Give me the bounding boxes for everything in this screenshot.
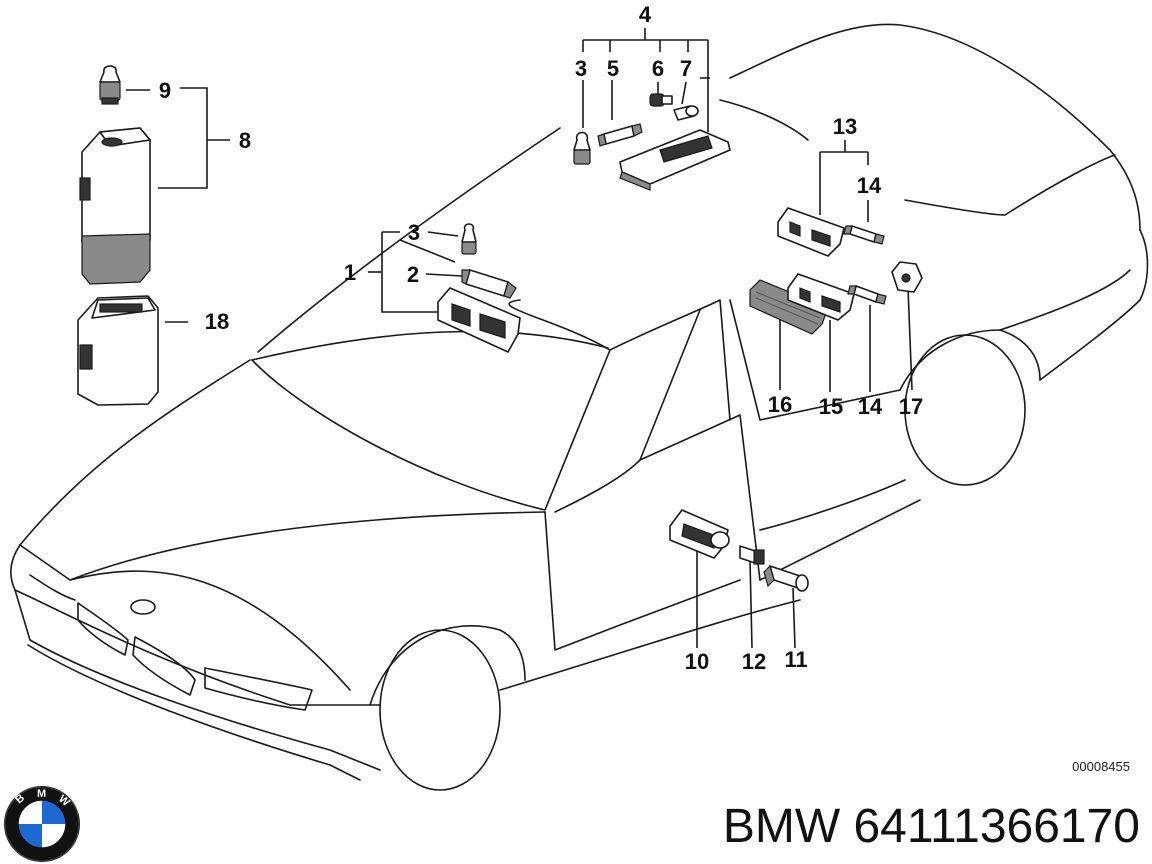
festoon-bulb-2 xyxy=(461,269,517,299)
festoon-bulb-14-lower xyxy=(847,285,887,305)
callout-14-upper: 14 xyxy=(857,173,882,198)
lens-16 xyxy=(749,279,829,335)
car-outline xyxy=(10,23,1149,791)
callout-7: 7 xyxy=(680,56,692,81)
lamp-13 xyxy=(777,207,845,257)
callout-2: 2 xyxy=(407,262,419,287)
callout-6: 6 xyxy=(652,56,664,81)
bmw-logo-icon: B M W xyxy=(4,786,80,862)
socket-11 xyxy=(763,564,809,592)
bulb-3-upper xyxy=(461,223,477,255)
callout-16: 16 xyxy=(768,392,792,417)
diagram-reference-code: 00008455 xyxy=(1072,759,1130,774)
bulb-3-roof xyxy=(573,131,591,165)
callout-labels: 9 8 18 1 2 3 4 3 5 6 7 13 14 16 15 14 17… xyxy=(159,2,923,674)
callout-14-lower: 14 xyxy=(858,394,883,419)
festoon-bulb-5 xyxy=(597,123,643,147)
bulb-7 xyxy=(673,105,699,121)
callout-13: 13 xyxy=(833,114,857,139)
bulb-6 xyxy=(649,93,673,107)
callout-1: 1 xyxy=(344,260,356,285)
callout-10: 10 xyxy=(685,649,709,674)
switch-housing-18 xyxy=(77,295,159,406)
clip-17 xyxy=(891,261,923,293)
bmw-logo-letter-m: M xyxy=(37,788,46,800)
festoon-bulb-14-upper xyxy=(843,225,885,245)
callout-5: 5 xyxy=(607,56,619,81)
callout-15: 15 xyxy=(819,394,843,419)
bulb-9 xyxy=(99,65,121,105)
callout-12: 12 xyxy=(742,649,766,674)
callout-9: 9 xyxy=(159,78,171,103)
callout-4: 4 xyxy=(639,2,652,27)
roof-lamp-4 xyxy=(619,129,731,191)
callout-3-lower: 3 xyxy=(408,220,420,245)
interior-light-housing-8 xyxy=(79,127,151,285)
leader-lines xyxy=(126,28,913,649)
callout-17: 17 xyxy=(899,394,923,419)
callout-3-upper: 3 xyxy=(575,56,587,81)
part-number-title: BMW 64111366170 xyxy=(723,800,1140,853)
callout-18: 18 xyxy=(205,309,229,334)
lamp-15 xyxy=(787,273,855,321)
bulb-12 xyxy=(739,545,765,565)
interior-lamp-1 xyxy=(437,287,521,353)
callout-11: 11 xyxy=(784,647,807,672)
door-lamp-10 xyxy=(669,509,730,559)
callout-8: 8 xyxy=(239,128,251,153)
